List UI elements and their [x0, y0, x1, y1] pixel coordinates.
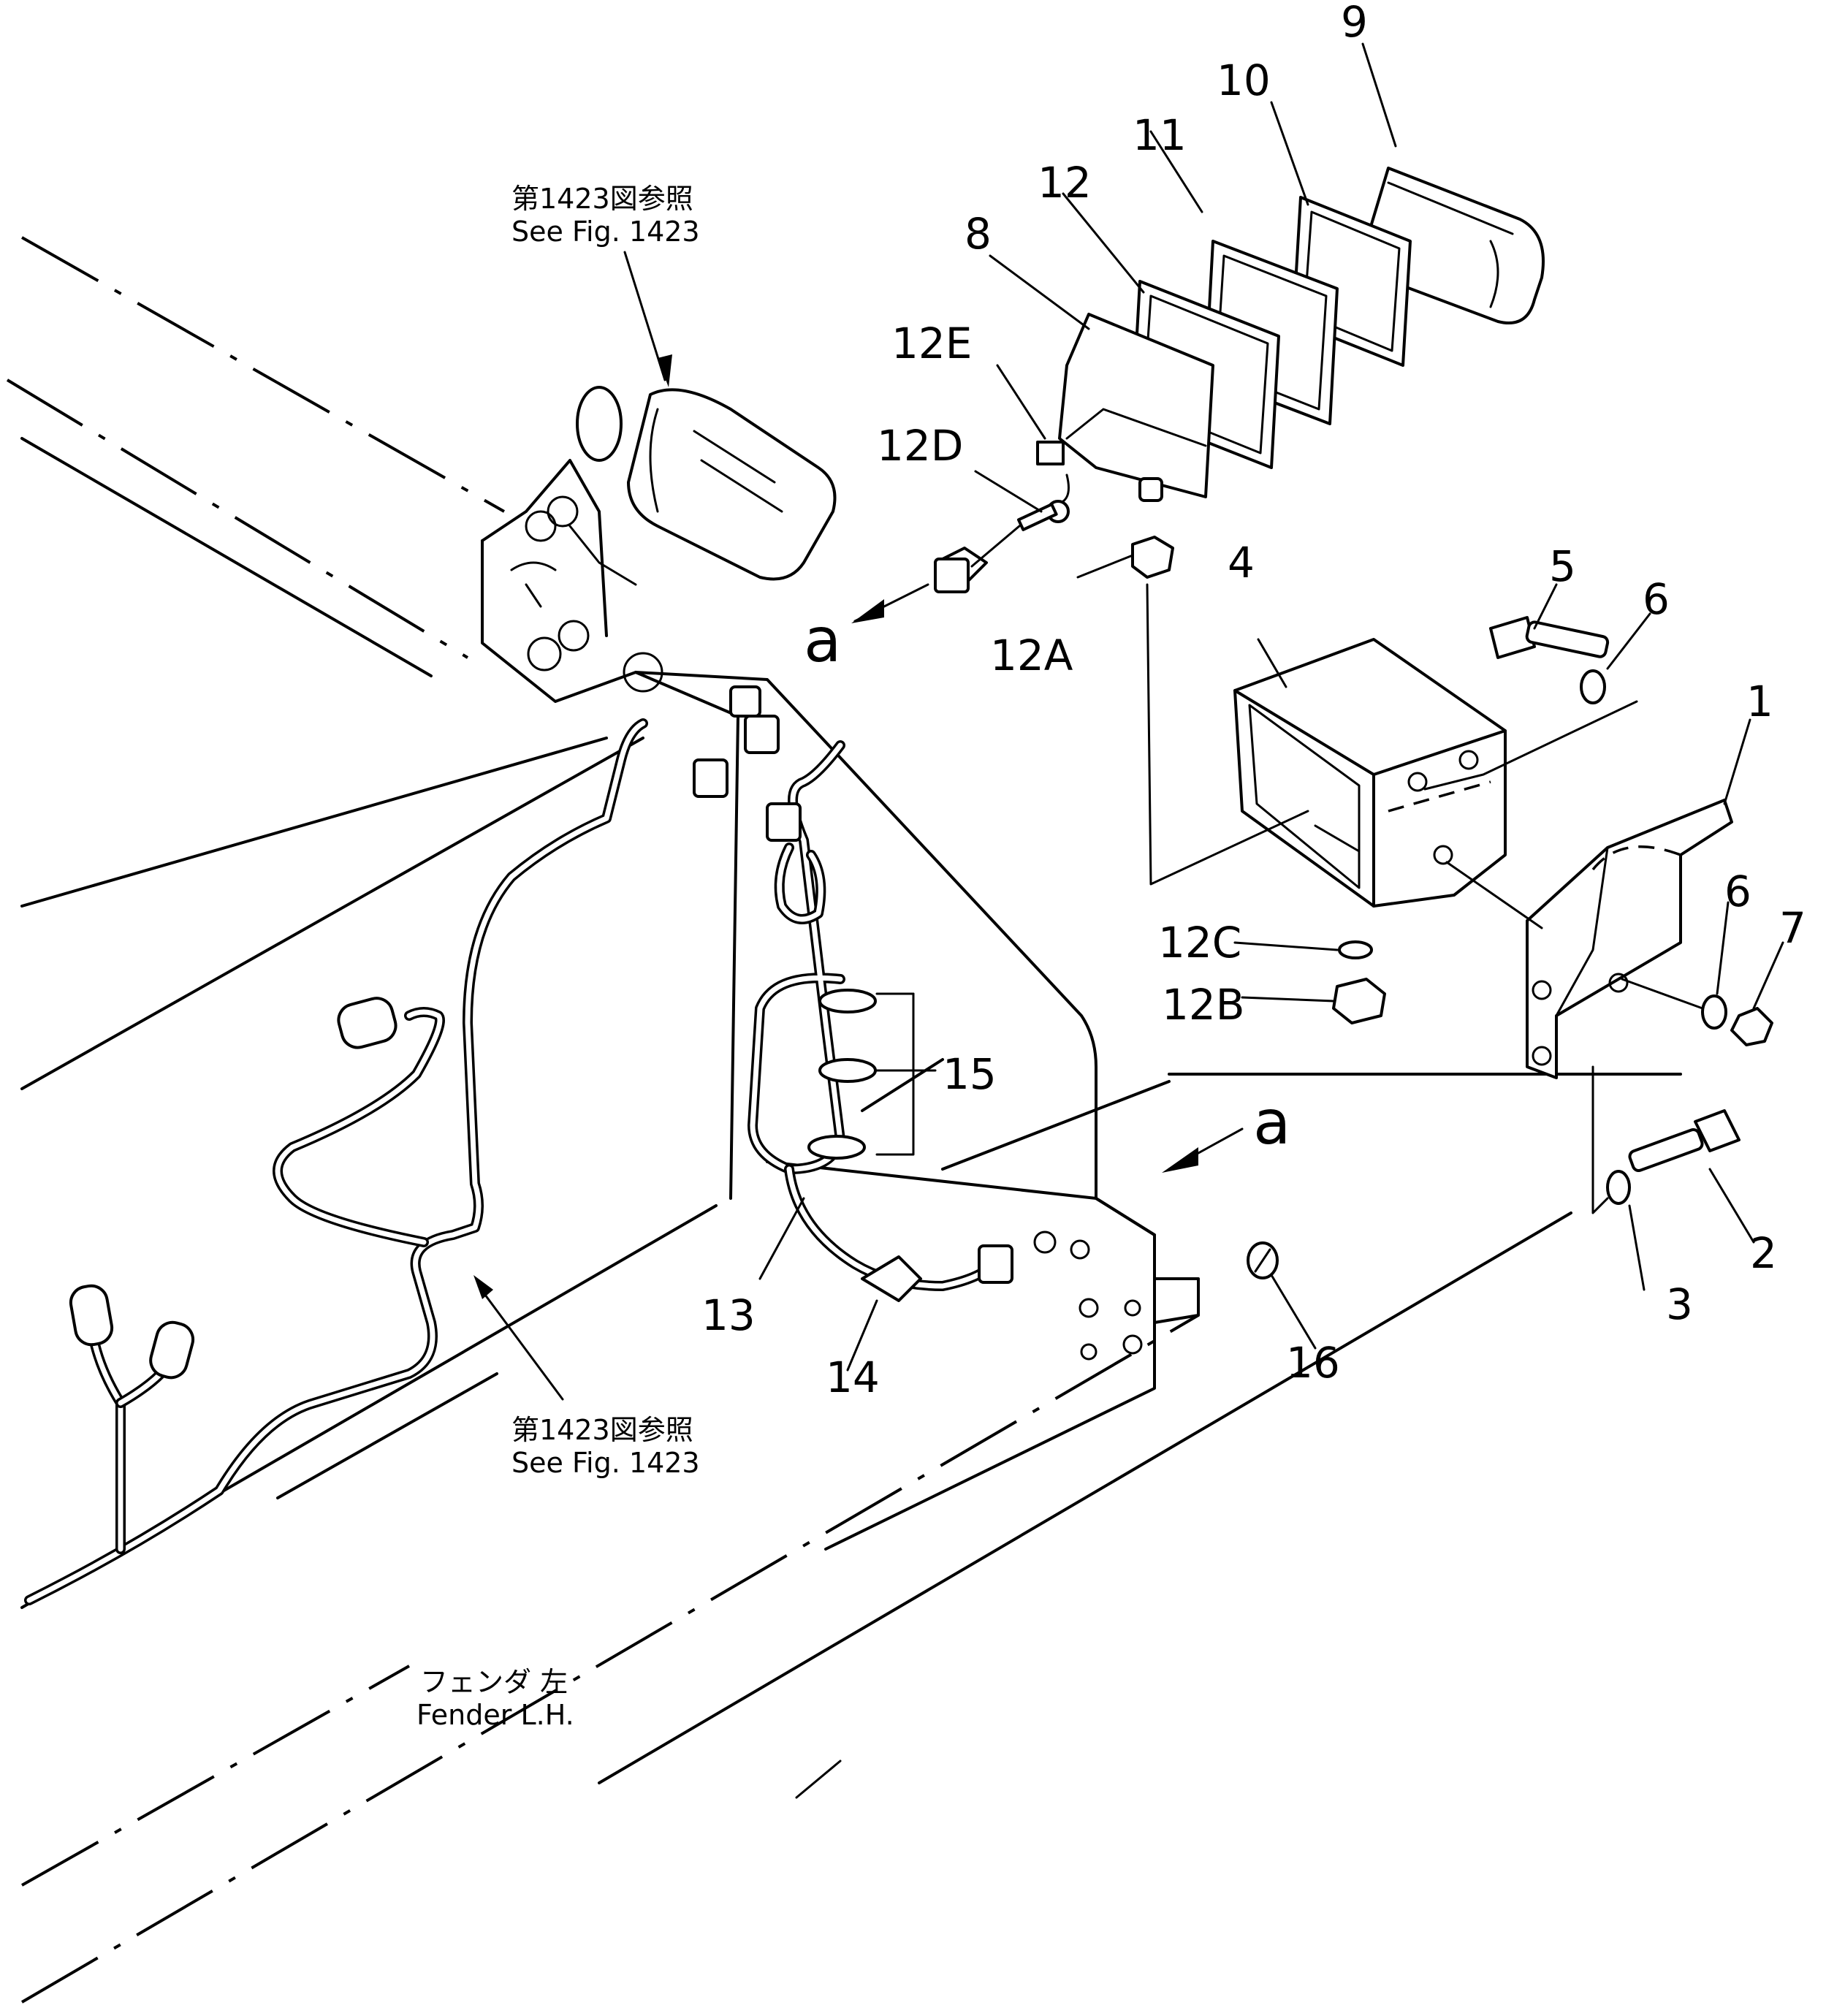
lamp-body-8 — [1058, 313, 1214, 498]
ref-bottom-en: See Fig. 1423 — [511, 1447, 700, 1479]
clip-1 — [818, 989, 877, 1013]
connector-13 — [978, 1244, 1013, 1284]
working-lamp-exploded — [934, 167, 1545, 593]
callout-12e: 12E — [891, 319, 972, 368]
clamp-14 — [861, 1255, 922, 1302]
callout-10: 10 — [1217, 56, 1271, 105]
connector-c — [766, 802, 802, 842]
ref-bottom-jp: 第1423図参照 — [511, 1414, 693, 1446]
leader-lines — [473, 42, 1784, 1401]
callout-16: 16 — [1286, 1338, 1340, 1388]
hardware — [1146, 583, 1773, 1279]
fender-outline — [6, 236, 1682, 2004]
reference-notes: 第1423図参照 See Fig. 1423 第1423図参照 See Fig.… — [416, 183, 700, 1731]
top-lamp-assembly — [510, 386, 837, 608]
clip-2 — [818, 1058, 877, 1083]
mounting-stay — [481, 459, 1200, 1551]
callout-4: 4 — [1228, 538, 1255, 587]
callout-3: 3 — [1666, 1279, 1693, 1329]
callout-1: 1 — [1746, 677, 1773, 726]
callout-11: 11 — [1133, 110, 1187, 160]
clip-3 — [807, 1135, 866, 1160]
callout-2: 2 — [1750, 1228, 1777, 1278]
callout-14: 14 — [826, 1353, 880, 1402]
fender-wiring-harness — [24, 718, 648, 1605]
callout-12b: 12B — [1162, 980, 1245, 1030]
callout-15: 15 — [943, 1049, 997, 1099]
lamp-harness — [693, 685, 1013, 1302]
callout-12d: 12D — [877, 421, 963, 471]
nut-12a — [1131, 536, 1174, 579]
lamp-bracket-4 — [1233, 638, 1507, 908]
callout-12c: 12C — [1158, 918, 1241, 967]
view-arrow-a-2: a — [1253, 1087, 1290, 1158]
fender-label-en: Fender L.H. — [416, 1699, 574, 1731]
callout-8: 8 — [965, 209, 992, 259]
label-12e — [1036, 441, 1065, 465]
callout-12a: 12A — [990, 631, 1073, 680]
connector-d — [729, 685, 761, 718]
ref-top-jp: 第1423図参照 — [511, 183, 693, 215]
callout-6b: 6 — [1724, 867, 1751, 916]
callout-9: 9 — [1341, 0, 1368, 47]
view-arrow-a-1: a — [804, 604, 841, 676]
bracket-1 — [1526, 799, 1733, 1079]
callout-7: 7 — [1779, 903, 1806, 953]
ref-top-en: See Fig. 1423 — [511, 216, 700, 248]
callout-12: 12 — [1038, 158, 1092, 208]
callout-13: 13 — [701, 1290, 756, 1340]
connector-b — [744, 715, 780, 754]
callout-5: 5 — [1549, 541, 1576, 591]
connector-a — [693, 758, 729, 798]
callout-6a: 6 — [1643, 574, 1670, 624]
fender-label-jp: フェンダ 左 — [420, 1666, 568, 1698]
callout-labels: 1 2 3 4 5 6 6 7 8 9 10 11 12 12A 12B 12C… — [701, 0, 1806, 1402]
